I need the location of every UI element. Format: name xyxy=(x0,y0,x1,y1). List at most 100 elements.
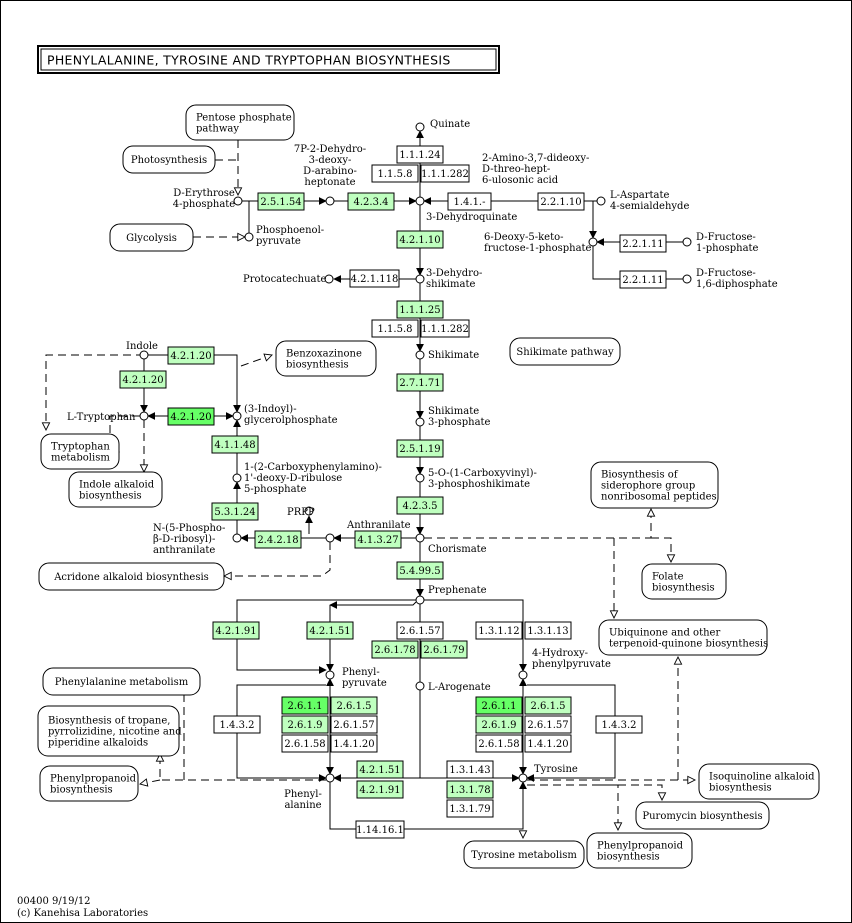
enzyme-1.1.1.282[interactable]: 1.1.1.282 xyxy=(420,164,470,183)
compound-node-phenylpyruvate[interactable] xyxy=(325,670,335,680)
enzyme-2.6.1.58[interactable]: 2.6.1.58 xyxy=(475,734,523,753)
compound-node-trp[interactable] xyxy=(139,411,149,421)
compound-node-pra[interactable] xyxy=(232,533,242,543)
compound-node-chorismate[interactable] xyxy=(415,533,425,543)
enzyme-4.2.1.51[interactable]: 4.2.1.51 xyxy=(306,621,354,640)
enzyme-2.6.1.57[interactable]: 2.6.1.57 xyxy=(330,715,378,734)
enzyme-2.6.1.58[interactable]: 2.6.1.58 xyxy=(281,734,329,753)
pathway-acridone-link[interactable]: Acridone alkaloid biosynthesis xyxy=(38,562,225,591)
enzyme-1.3.1.78[interactable]: 1.3.1.78 xyxy=(446,780,494,799)
enzyme-2.6.1.1[interactable]: 2.6.1.1 xyxy=(281,696,329,715)
enzyme-label: 1.3.1.12 xyxy=(478,626,519,637)
enzyme-4.2.1.10[interactable]: 4.2.1.10 xyxy=(396,230,444,249)
compound-node-dhs[interactable] xyxy=(415,274,425,284)
compound-node-quinate[interactable] xyxy=(415,122,425,132)
enzyme-4.2.1.91[interactable]: 4.2.1.91 xyxy=(356,780,404,799)
enzyme-1.4.1.-[interactable]: 1.4.1.- xyxy=(447,192,492,211)
enzyme-1.4.3.2[interactable]: 1.4.3.2 xyxy=(595,715,643,734)
compound-node-ddkf[interactable] xyxy=(588,237,598,247)
enzyme-2.2.1.10[interactable]: 2.2.1.10 xyxy=(537,192,585,211)
enzyme-1.1.1.282[interactable]: 1.1.1.282 xyxy=(420,319,470,338)
enzyme-2.6.1.57[interactable]: 2.6.1.57 xyxy=(524,715,572,734)
enzyme-4.2.1.51[interactable]: 4.2.1.51 xyxy=(356,760,404,779)
enzyme-2.6.1.5[interactable]: 2.6.1.5 xyxy=(330,696,378,715)
enzyme-4.2.1.20[interactable]: 4.2.1.20 xyxy=(119,370,167,389)
compound-node-protocat[interactable] xyxy=(324,274,334,284)
compound-node-phe[interactable] xyxy=(325,773,335,783)
compound-node-prpp[interactable] xyxy=(304,506,314,516)
compound-node-igp[interactable] xyxy=(232,411,242,421)
enzyme-2.6.1.78[interactable]: 2.6.1.78 xyxy=(371,640,419,659)
pathway-shikimate-link[interactable]: Shikimate pathway xyxy=(509,337,621,366)
pathway-puromycin-link[interactable]: Puromycin biosynthesis xyxy=(635,801,770,830)
enzyme-2.7.1.71[interactable]: 2.7.1.71 xyxy=(396,373,444,392)
enzyme-2.6.1.1[interactable]: 2.6.1.1 xyxy=(475,696,523,715)
enzyme-2.5.1.19[interactable]: 2.5.1.19 xyxy=(396,439,444,458)
enzyme-1.3.1.12[interactable]: 1.3.1.12 xyxy=(475,621,523,640)
enzyme-1.4.1.20[interactable]: 1.4.1.20 xyxy=(330,734,378,753)
enzyme-1.1.5.8[interactable]: 1.1.5.8 xyxy=(371,164,419,183)
enzyme-2.6.1.5[interactable]: 2.6.1.5 xyxy=(524,696,572,715)
compound-node-indole[interactable] xyxy=(139,350,149,360)
enzyme-2.5.1.54[interactable]: 2.5.1.54 xyxy=(257,192,305,211)
enzyme-box xyxy=(371,319,419,338)
enzyme-1.3.1.79[interactable]: 1.3.1.79 xyxy=(446,799,494,818)
enzyme-1.4.3.2[interactable]: 1.4.3.2 xyxy=(213,715,261,734)
pathway-phe-metab-link[interactable]: Phenylalanine metabolism xyxy=(42,667,201,696)
enzyme-4.1.3.27[interactable]: 4.1.3.27 xyxy=(354,530,402,549)
enzyme-4.2.1.20[interactable]: 4.2.1.20 xyxy=(167,346,215,365)
compound-node-arogenate[interactable] xyxy=(415,681,425,691)
enzyme-4.1.1.48[interactable]: 4.1.1.48 xyxy=(211,435,259,454)
compound-node-tyrosine[interactable] xyxy=(518,773,528,783)
enzyme-5.3.1.24[interactable]: 5.3.1.24 xyxy=(211,502,259,521)
compound-node-f1p[interactable] xyxy=(682,237,692,247)
pathway-tropane-link[interactable]: Biosynthesis of tropane,pyrrolizidine, n… xyxy=(37,705,182,757)
compound-node-e4p[interactable] xyxy=(233,196,243,206)
compound-node-anthranilate[interactable] xyxy=(325,533,335,543)
enzyme-2.6.1.9[interactable]: 2.6.1.9 xyxy=(281,715,329,734)
enzyme-2.2.1.11[interactable]: 2.2.1.11 xyxy=(619,234,667,253)
enzyme-2.4.2.18[interactable]: 2.4.2.18 xyxy=(254,530,302,549)
enzyme-2.2.1.11[interactable]: 2.2.1.11 xyxy=(619,270,667,289)
enzyme-1.1.5.8[interactable]: 1.1.5.8 xyxy=(371,319,419,338)
compound-node-cdrp[interactable] xyxy=(232,473,242,483)
enzyme-1.14.16.1[interactable]: 1.14.16.1 xyxy=(355,820,405,839)
enzyme-4.2.1.20[interactable]: 4.2.1.20 xyxy=(167,407,215,426)
compound-node-asp-semi[interactable] xyxy=(596,196,606,206)
enzyme-1.1.1.25[interactable]: 1.1.1.25 xyxy=(396,300,444,319)
compound-node-s3p[interactable] xyxy=(415,417,425,427)
enzyme-1.3.1.43[interactable]: 1.3.1.43 xyxy=(446,760,494,779)
enzyme-2.6.1.9[interactable]: 2.6.1.9 xyxy=(475,715,523,734)
compound-node-dah7p[interactable] xyxy=(325,196,335,206)
enzyme-4.2.1.91[interactable]: 4.2.1.91 xyxy=(212,621,260,640)
compound-node-shikimate[interactable] xyxy=(415,350,425,360)
enzyme-1.3.1.13[interactable]: 1.3.1.13 xyxy=(524,621,572,640)
compound-node-hpp[interactable] xyxy=(518,670,528,680)
enzyme-2.6.1.57[interactable]: 2.6.1.57 xyxy=(396,621,444,640)
pathway-photosynthesis-link[interactable]: Photosynthesis xyxy=(122,145,216,174)
compound-node-epsp[interactable] xyxy=(415,473,425,483)
compound-node-dhq[interactable] xyxy=(415,196,425,206)
pathway-tyr-metab-link[interactable]: Tyrosine metabolism xyxy=(463,840,585,869)
enzyme-1.4.1.20[interactable]: 1.4.1.20 xyxy=(524,734,572,753)
enzyme-1.1.1.24[interactable]: 1.1.1.24 xyxy=(396,145,444,164)
compound-node-prephenate[interactable] xyxy=(415,595,425,605)
enzyme-4.2.3.4[interactable]: 4.2.3.4 xyxy=(347,192,395,211)
enzyme-5.4.99.5[interactable]: 5.4.99.5 xyxy=(396,561,444,580)
compound-node-f16p[interactable] xyxy=(682,274,692,284)
enzyme-4.2.1.118[interactable]: 4.2.1.118 xyxy=(349,269,400,288)
enzyme-4.2.3.5[interactable]: 4.2.3.5 xyxy=(396,496,444,515)
enzyme-2.6.1.79[interactable]: 2.6.1.79 xyxy=(420,640,468,659)
pathway-glycolysis-link[interactable]: Glycolysis xyxy=(109,223,194,252)
compound-node-pep[interactable] xyxy=(244,232,254,242)
